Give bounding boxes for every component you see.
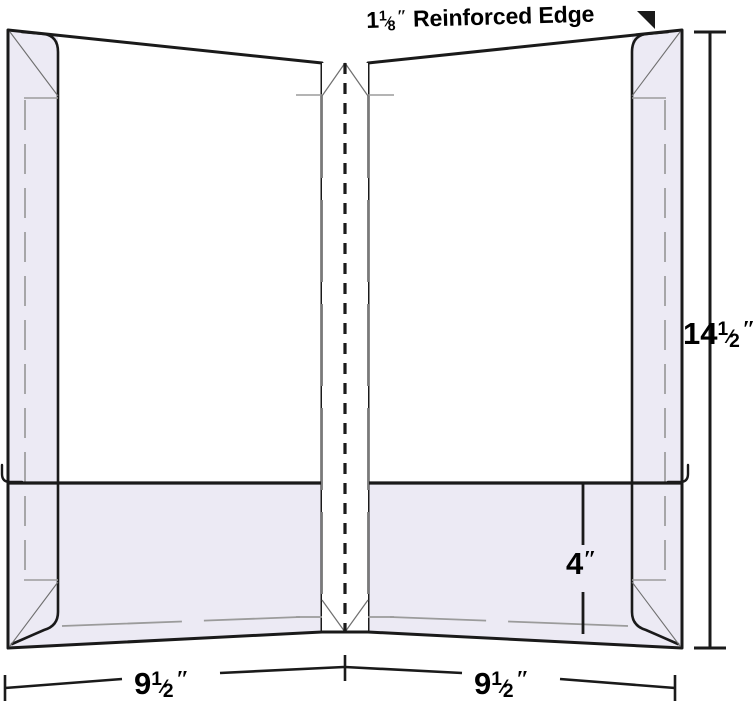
- reinforced-edge-fraction: 1⁄8: [379, 9, 397, 34]
- pocket-depth-dimension-label: 4″: [566, 545, 597, 581]
- left-pocket-fill: [8, 483, 322, 648]
- height-fraction-denominator: 2: [729, 331, 740, 353]
- width-right-value: 9: [474, 666, 492, 701]
- width-left-dimension-line-a: [4, 677, 123, 690]
- spine-bottom-miter-right: [344, 599, 369, 633]
- reinforced-edge-arrow-icon: [637, 11, 655, 29]
- reinforced-edge-unit: ″: [396, 5, 407, 26]
- pocket-depth-value: 4: [566, 546, 584, 581]
- spine-bottom-miter-left: [321, 599, 346, 633]
- fraction-slash: ⁄: [161, 677, 166, 699]
- right-band-bottom-miter: [631, 581, 681, 647]
- width-left-dimension-label: 91⁄2″: [134, 665, 190, 702]
- width-right-dimension-line-a: [344, 665, 463, 675]
- width-left-unit: ″: [175, 665, 190, 693]
- fraction-slash: ⁄: [728, 327, 732, 349]
- spine-top-miter-right: [344, 62, 369, 97]
- height-fraction: 1⁄2: [717, 320, 742, 352]
- width-left-value: 9: [134, 666, 152, 701]
- width-right-unit: ″: [515, 665, 530, 693]
- width-left-dimension-line-b: [219, 665, 345, 675]
- height-value: 14: [683, 316, 718, 351]
- width-right-dimension-line-b: [559, 677, 676, 690]
- left-band-top-miter: [9, 31, 59, 97]
- width-left-fraction: 1⁄2: [151, 670, 176, 702]
- width-right-fraction: 1⁄2: [491, 670, 516, 702]
- width-right-dimension-label: 91⁄2″: [474, 665, 530, 702]
- right-band-inner-edge: [630, 30, 680, 646]
- reinforced-edge-fraction-numerator: 1: [378, 8, 387, 26]
- height-fraction-numerator: 1: [717, 319, 729, 341]
- left-band-inner-edge: [10, 30, 60, 646]
- width-right-fraction-numerator: 1: [491, 669, 502, 691]
- spine-top-miter-left: [321, 62, 346, 97]
- fraction-slash: ⁄: [501, 677, 506, 699]
- height-unit: ″: [742, 316, 753, 343]
- width-left-fraction-numerator: 1: [151, 669, 162, 691]
- right-band-top-miter: [631, 31, 681, 97]
- height-dimension-label: 141⁄2″: [683, 316, 753, 352]
- reinforced-edge-text: Reinforced Edge: [412, 0, 595, 32]
- reinforced-edge-label: 11⁄8″ Reinforced Edge: [365, 0, 595, 34]
- right-pocket-bottom-score: [389, 616, 629, 627]
- pocket-depth-unit: ″: [583, 545, 597, 573]
- left-band-bottom-miter: [9, 581, 59, 647]
- left-pocket-bottom-score: [61, 616, 301, 627]
- reinforced-edge-value: 1: [365, 6, 380, 33]
- width-right-fraction-denominator: 2: [502, 681, 514, 703]
- reinforced-edge-fraction-denominator: 8: [387, 17, 396, 34]
- right-pocket-fill: [368, 483, 682, 648]
- width-left-fraction-denominator: 2: [162, 681, 174, 703]
